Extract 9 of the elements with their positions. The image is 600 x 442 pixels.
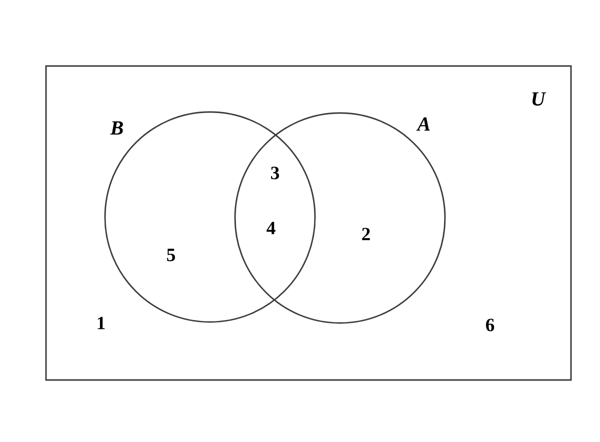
set-label: B bbox=[110, 121, 123, 135]
region-number: 5 bbox=[167, 248, 175, 262]
region-number: 3 bbox=[271, 166, 280, 180]
set-label: U bbox=[532, 92, 546, 106]
region-number: 1 bbox=[98, 316, 105, 330]
region-number: 2 bbox=[362, 228, 370, 240]
region-number: 6 bbox=[486, 318, 494, 332]
set-label: A bbox=[416, 117, 430, 131]
region-number: 4 bbox=[266, 222, 276, 234]
